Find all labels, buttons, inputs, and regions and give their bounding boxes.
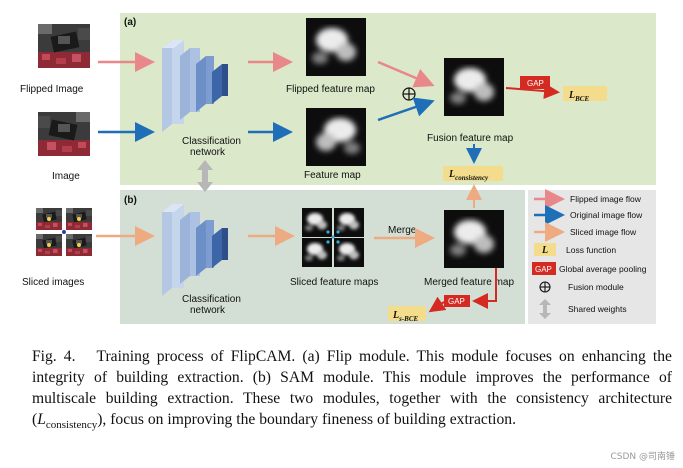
feature-map-label: Feature map xyxy=(304,170,361,181)
merged-feature-map-label: Merged feature map xyxy=(424,277,514,288)
gap-box-top-label: GAP xyxy=(527,79,544,88)
merge-label: Merge xyxy=(388,225,417,236)
fusion-feature-map xyxy=(444,58,504,116)
sliced-images-label: Sliced images xyxy=(22,277,84,288)
legend-sliced-flow: Sliced image flow xyxy=(570,227,637,237)
classification-network-top-label-2: network xyxy=(190,147,226,158)
legend-loss-symbol: L xyxy=(541,245,548,256)
sliced-images-thumbnail xyxy=(36,208,92,256)
loss-sbce: Ls-BCE xyxy=(392,310,419,323)
fusion-feature-map-label: Fusion feature map xyxy=(427,133,514,144)
legend-flipped-flow: Flipped image flow xyxy=(570,194,642,204)
loss-consistency: Lconsistency xyxy=(448,169,489,182)
loss-consistency-box xyxy=(443,166,503,181)
flipcam-figure: (a) (b) Flipped Image Image Sliced image… xyxy=(20,13,656,324)
arrow-gap-sbce xyxy=(428,296,447,313)
flipped-feature-map xyxy=(306,18,366,76)
legend-gap: Global average pooling xyxy=(559,264,647,274)
classification-network-bottom-label-2: network xyxy=(190,305,226,316)
caption-symbol: L xyxy=(37,411,46,428)
loss-bce-box xyxy=(563,86,607,101)
image-thumbnail xyxy=(38,112,90,156)
arrow-fusion-gap xyxy=(505,83,560,100)
caption-text-after: ), focus on improving the boundary finen… xyxy=(97,411,516,428)
caption-text-before: Training process of FlipCAM. (a) Flip mo… xyxy=(32,348,672,428)
gap-box-bottom xyxy=(444,295,470,307)
legend-fusion: Fusion module xyxy=(568,282,624,292)
loss-bce: LBCE xyxy=(568,90,589,103)
panel-b-tag: (b) xyxy=(124,195,137,206)
panel-a-tag: (a) xyxy=(124,17,136,28)
gap-box-bottom-label: GAP xyxy=(448,297,465,306)
fusion-module-icon xyxy=(402,87,416,101)
legend-original-flow: Original image flow xyxy=(570,210,643,220)
image-label: Image xyxy=(52,171,80,182)
caption-symbol-sub: consistency xyxy=(45,419,98,432)
figure-caption: Fig. 4. Training process of FlipCAM. (a)… xyxy=(32,346,672,436)
flipped-feature-map-label: Flipped feature map xyxy=(286,84,375,95)
gap-box-top xyxy=(520,76,550,89)
legend-gap-symbol: GAP xyxy=(535,265,552,274)
caption-prefix: Fig. 4. xyxy=(32,348,76,365)
arrow-flipped-fusion xyxy=(377,60,435,88)
flipped-image-thumbnail xyxy=(38,24,90,68)
sliced-feature-maps xyxy=(302,208,364,267)
legend: Flipped image flow Original image flow S… xyxy=(532,189,647,319)
merged-feature-map xyxy=(444,210,504,268)
flipped-image-label: Flipped Image xyxy=(20,84,84,95)
legend-shared: Shared weights xyxy=(568,304,627,314)
shared-weights-arrow xyxy=(197,160,213,192)
legend-fusion-icon xyxy=(539,281,551,293)
legend-loss-function: Loss function xyxy=(566,245,616,255)
watermark: CSDN @司南锤 xyxy=(610,452,675,462)
classification-network-bottom-label-1: Classification xyxy=(182,294,241,305)
legend-shared-icon xyxy=(539,299,551,319)
loss-sbce-box xyxy=(388,306,426,321)
sliced-feature-maps-label: Sliced feature maps xyxy=(290,277,378,288)
arrow-original-fusion xyxy=(377,97,435,122)
arrow-merged-gap xyxy=(472,268,497,309)
feature-map xyxy=(306,108,366,166)
classification-network-top-label-1: Classification xyxy=(182,136,241,147)
